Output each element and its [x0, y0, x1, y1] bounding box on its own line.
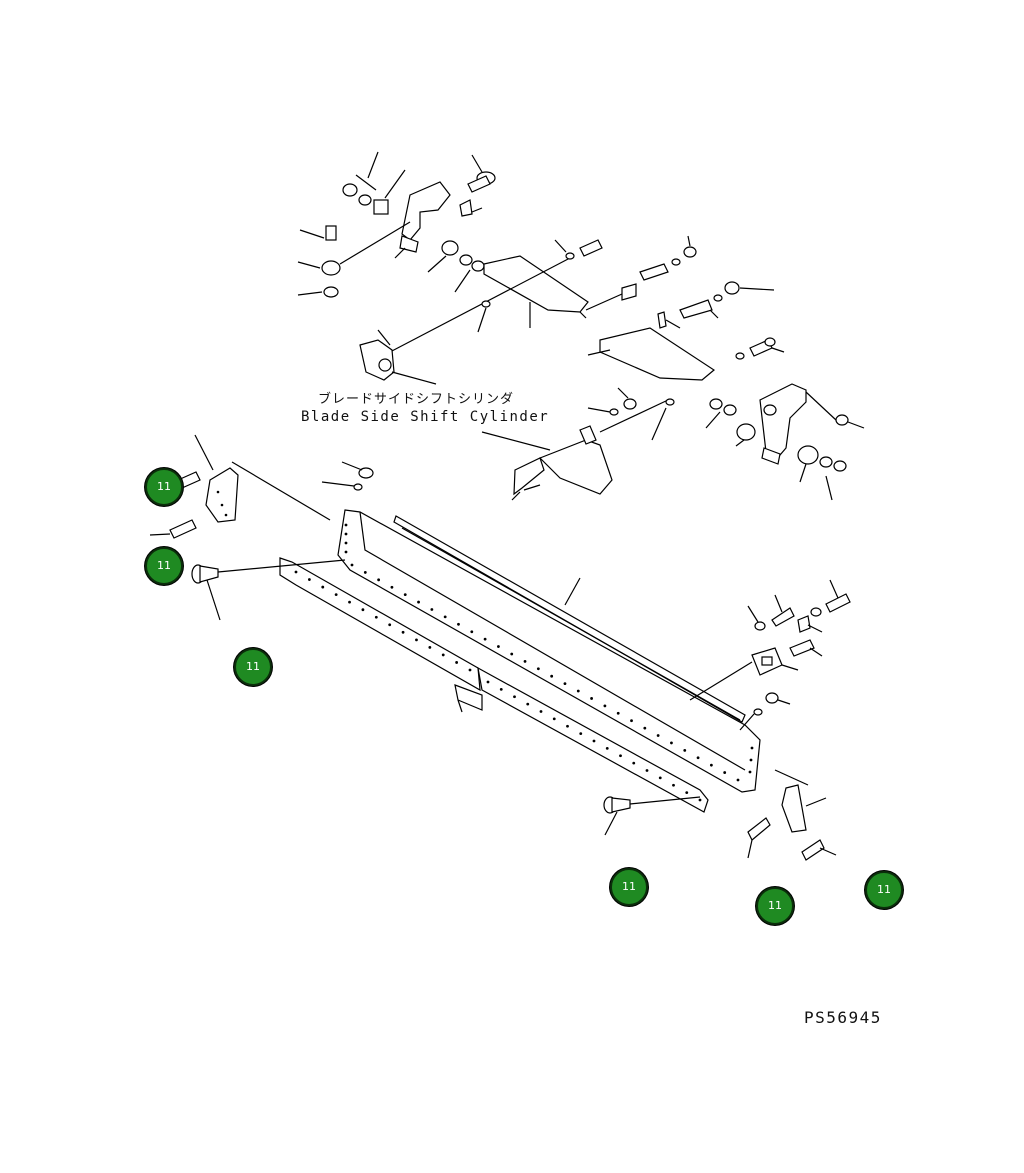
mounting-hole: [523, 659, 527, 663]
mounting-hole: [696, 756, 700, 760]
mounting-hole: [377, 578, 381, 582]
side-shift-cylinder: [359, 329, 675, 501]
mounting-hole: [526, 702, 530, 706]
right-linkage: [705, 383, 865, 501]
mounting-hole: [672, 783, 675, 787]
mounting-hole: [510, 652, 514, 656]
mounting-hole: [344, 523, 348, 527]
mounting-hole: [709, 763, 713, 767]
caption-japanese: ブレードサイドシフトシリンダ: [318, 392, 515, 407]
mounting-hole: [566, 724, 569, 728]
mounting-hole: [344, 532, 348, 536]
mounting-hole: [430, 608, 434, 611]
mounting-hole: [428, 645, 432, 649]
callout-badge[interactable]: 11: [234, 648, 272, 686]
mounting-hole: [499, 687, 503, 691]
mounting-hole: [470, 630, 474, 634]
mounting-hole: [563, 682, 567, 686]
mounting-hole: [723, 771, 727, 774]
mounting-hole: [457, 622, 460, 626]
callout-badge[interactable]: 11: [865, 871, 903, 909]
left-bolts: [149, 471, 346, 621]
callout-badge[interactable]: 11: [610, 868, 648, 906]
left-top-nuts: [321, 461, 374, 491]
mounting-hole: [670, 741, 673, 745]
mounting-hole: [658, 776, 662, 780]
mounting-hole: [334, 593, 338, 597]
caption-english: Blade Side Shift Cylinder: [301, 409, 550, 425]
mounting-hole: [374, 615, 378, 619]
mounting-hole: [592, 739, 596, 743]
mounting-hole: [685, 791, 689, 795]
mounting-hole: [683, 748, 687, 752]
mounting-hole: [736, 778, 740, 782]
mounting-hole: [630, 719, 633, 723]
mounting-hole: [497, 645, 500, 648]
mounting-hole: [539, 710, 543, 713]
mounting-hole: [603, 704, 607, 708]
mounting-hole: [483, 637, 487, 641]
left-end-bit: [194, 434, 331, 523]
mounting-hole: [579, 732, 583, 736]
mounting-hole: [321, 585, 325, 589]
mounting-hole: [643, 726, 647, 730]
mounting-hole: [361, 608, 365, 612]
right-end-bit: [603, 769, 837, 861]
mounting-hole: [748, 770, 752, 774]
mounting-hole: [441, 653, 445, 657]
blade-moldboard: [337, 509, 761, 793]
mounting-hole: [344, 541, 348, 545]
right-bracket-hardware: [564, 577, 851, 731]
mounting-hole: [350, 563, 354, 567]
mounting-hole: [307, 578, 311, 581]
mounting-hole: [363, 571, 367, 574]
mounting-hole: [536, 667, 540, 671]
mounting-hole: [619, 754, 622, 758]
mounting-hole: [455, 661, 459, 664]
mounting-hole: [415, 638, 418, 642]
callout-badge[interactable]: 11: [145, 547, 183, 585]
mounting-hole: [616, 711, 620, 715]
upper-left-linkage: [297, 151, 496, 298]
upper-plates: [389, 235, 785, 381]
mounting-hole: [552, 717, 556, 721]
mounting-hole: [550, 674, 554, 678]
callout-badge[interactable]: 11: [756, 887, 794, 925]
callout-badge[interactable]: 11: [145, 468, 183, 506]
mounting-hole: [348, 600, 351, 604]
mounting-hole: [698, 798, 702, 802]
mounting-hole: [513, 695, 516, 699]
drawing-code: PS56945: [804, 1008, 882, 1027]
blade-holes: [294, 523, 754, 802]
mounting-hole: [390, 585, 394, 589]
mounting-hole: [388, 623, 392, 627]
mounting-hole: [294, 570, 298, 574]
cutting-edges: [279, 557, 709, 813]
mounting-hole: [486, 680, 490, 684]
mounting-hole: [656, 734, 660, 737]
mounting-hole: [645, 769, 649, 772]
mounting-hole: [417, 600, 420, 604]
mounting-hole: [443, 615, 447, 619]
mounting-hole: [401, 630, 405, 634]
mounting-hole: [403, 593, 407, 597]
mounting-hole: [468, 668, 472, 672]
mounting-hole: [576, 689, 580, 693]
mounting-hole: [344, 550, 348, 554]
mounting-hole: [749, 758, 753, 762]
mounting-hole: [605, 746, 609, 750]
mounting-hole: [632, 761, 636, 765]
mounting-hole: [750, 746, 754, 750]
mounting-hole: [590, 697, 593, 700]
